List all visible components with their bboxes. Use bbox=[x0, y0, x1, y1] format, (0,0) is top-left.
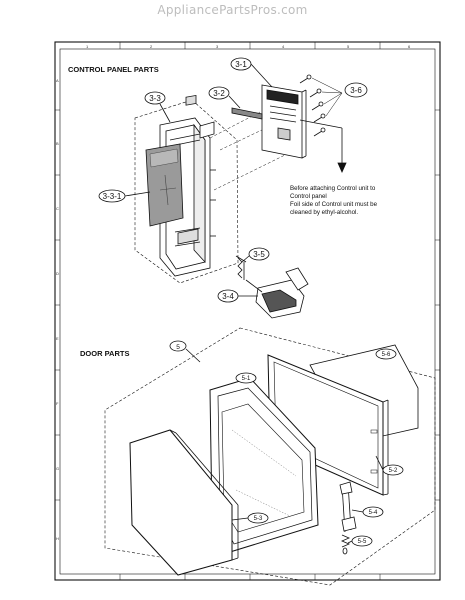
grid-ticks bbox=[55, 42, 440, 580]
svg-text:3-3: 3-3 bbox=[149, 94, 161, 103]
leader-dashed bbox=[213, 154, 286, 191]
callout-5-2: 5-2 bbox=[375, 455, 404, 476]
callout-3-6: 3-6 bbox=[344, 82, 368, 98]
grid-col-2: 2 bbox=[150, 44, 153, 49]
svg-text:5-5: 5-5 bbox=[358, 539, 367, 545]
control-panel-section-title: CONTROL PANEL PARTS bbox=[68, 65, 159, 74]
latch-spring bbox=[235, 255, 247, 280]
svg-text:5: 5 bbox=[176, 344, 180, 351]
callout-3-1: 3-1 bbox=[230, 57, 273, 88]
grid-col-3: 3 bbox=[216, 44, 219, 49]
callout-5: 5 bbox=[169, 340, 201, 363]
note-line-4: cleaned by ethyl-alcohol. bbox=[290, 209, 358, 216]
watermark: AppliancePartsPros.com bbox=[157, 3, 308, 17]
leader-dashed bbox=[219, 126, 269, 151]
membrane-strip bbox=[231, 107, 263, 120]
grid-row-b: B bbox=[56, 141, 59, 146]
grid-row-c: C bbox=[56, 206, 59, 211]
door-section-title: DOOR PARTS bbox=[80, 349, 129, 358]
svg-text:5-4: 5-4 bbox=[369, 510, 378, 516]
svg-text:3-5: 3-5 bbox=[253, 250, 265, 259]
note-line-1: Before attaching Control unit to bbox=[290, 185, 376, 192]
latch-lever bbox=[245, 267, 309, 319]
callout-3-5: 3-5 bbox=[241, 247, 270, 263]
svg-text:3-6: 3-6 bbox=[350, 86, 362, 95]
svg-text:5-1: 5-1 bbox=[242, 376, 251, 382]
grid-row-f: F bbox=[56, 401, 59, 406]
door-dashed-outline bbox=[104, 327, 436, 586]
note-arrow bbox=[299, 119, 347, 173]
note-line-3: Foil side of Control unit must be bbox=[290, 201, 378, 208]
callout-5-5: 5-5 bbox=[347, 535, 373, 547]
grid-col-1: 1 bbox=[86, 44, 89, 49]
callout-3-3: 3-3 bbox=[144, 91, 171, 123]
diagram-frame bbox=[54, 41, 441, 581]
control-unit-board bbox=[261, 84, 307, 159]
grid-row-g: G bbox=[56, 466, 59, 471]
screw-icon bbox=[299, 74, 326, 137]
grid-row-a: A bbox=[56, 78, 59, 83]
grid-row-e: E bbox=[56, 336, 59, 341]
svg-text:3-1: 3-1 bbox=[235, 60, 247, 69]
callout-3-2: 3-2 bbox=[208, 86, 241, 109]
door-panel bbox=[209, 377, 319, 553]
latch-hook bbox=[339, 481, 357, 533]
note-line-2: Control panel bbox=[290, 193, 327, 200]
frame-tab bbox=[199, 121, 215, 139]
grid-row-d: D bbox=[56, 271, 59, 276]
svg-text:3-4: 3-4 bbox=[222, 292, 234, 301]
choke-panel bbox=[129, 429, 239, 576]
svg-text:5-6: 5-6 bbox=[382, 352, 391, 358]
grid-col-5: 5 bbox=[347, 44, 350, 49]
control-panel-cover bbox=[145, 143, 184, 227]
callout-5-1: 5-1 bbox=[235, 372, 257, 384]
callout-5-3: 5-3 bbox=[231, 512, 269, 524]
grid-row-h: H bbox=[56, 536, 59, 541]
callout-5-4: 5-4 bbox=[351, 506, 384, 518]
svg-text:3-2: 3-2 bbox=[213, 89, 225, 98]
callout-5-6: 5-6 bbox=[375, 348, 397, 360]
grid-col-6: 6 bbox=[408, 44, 411, 49]
svg-text:3-3-1: 3-3-1 bbox=[103, 192, 122, 201]
screw-leaders bbox=[311, 77, 343, 117]
latch-spring-5-5 bbox=[340, 534, 351, 555]
svg-text:5-3: 5-3 bbox=[254, 516, 263, 522]
callout-3-4: 3-4 bbox=[217, 289, 258, 303]
control-panel-dashed-outline bbox=[134, 99, 239, 284]
svg-text:5-2: 5-2 bbox=[389, 468, 398, 474]
diagram-inner-frame bbox=[59, 48, 436, 575]
callout-3-3-1: 3-3-1 bbox=[98, 189, 151, 203]
grid-col-4: 4 bbox=[282, 44, 285, 49]
